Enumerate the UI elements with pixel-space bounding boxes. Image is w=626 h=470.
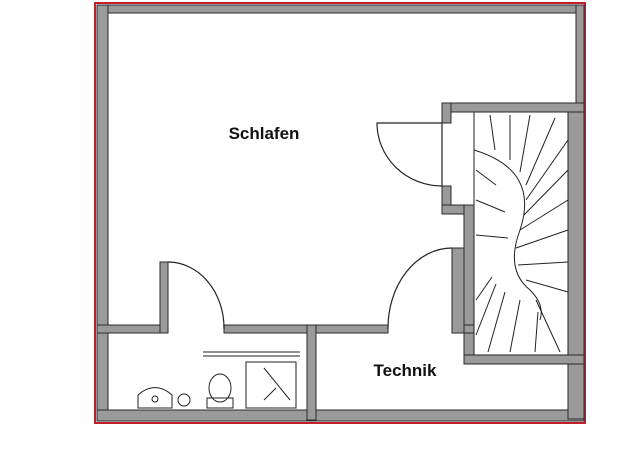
wall-tech-right (463, 354, 585, 365)
wall-stair-top (441, 102, 585, 113)
washbasin-drain-icon (151, 395, 159, 403)
property-outline (94, 2, 586, 424)
bathroom-fixtures (137, 351, 300, 409)
stair-tread-1 (489, 114, 496, 151)
wall-left (96, 4, 109, 420)
wall-door-pier-left (159, 261, 169, 334)
stair-tread-5 (525, 139, 569, 201)
wall-bath-tech (306, 324, 317, 421)
stair-tread-9 (517, 261, 569, 266)
stair-tread-3 (519, 114, 531, 173)
walls (96, 4, 585, 422)
stair-tread-11 (535, 299, 561, 353)
stair-tread-7 (519, 199, 569, 231)
shower-tray-icon (245, 361, 297, 409)
stair-tread-17 (475, 169, 497, 186)
toilet-cistern-icon (206, 397, 234, 409)
door-technik-arc (387, 247, 453, 330)
stair-tread-13 (509, 299, 521, 353)
stair-tread-4 (525, 117, 556, 186)
tap-icon (177, 393, 191, 407)
doors (167, 122, 453, 330)
room-label-utility: Technik (374, 361, 438, 380)
wall-right-lower (567, 102, 585, 420)
staircase (473, 111, 569, 356)
wall-top (96, 4, 585, 14)
wall-bottom (96, 409, 585, 422)
shower-diagonal-1 (263, 367, 291, 401)
washbasin-icon (137, 387, 173, 409)
wall-mid-left (96, 324, 163, 334)
door-bathroom-arc (167, 261, 225, 329)
shower-diagonal-2 (263, 387, 277, 401)
stair-inner-curve (473, 149, 542, 321)
door-stair-arc (376, 122, 443, 187)
room-label-bedroom: Schlafen (229, 124, 300, 143)
stair-tread-10 (525, 279, 569, 293)
stair-tread-19 (475, 234, 509, 239)
wall-door-pier-right (451, 247, 465, 334)
wall-right-upper (575, 4, 585, 106)
stair-tread-16 (475, 276, 493, 301)
stair-tread-18 (475, 199, 506, 213)
stair-tread-8 (515, 229, 569, 249)
toilet-bowl-icon (208, 373, 232, 403)
stair-enclosure (473, 111, 569, 356)
stair-tread-15 (475, 283, 497, 336)
stair-tread-12 (534, 311, 539, 353)
wall-stair-left-upper (441, 102, 452, 124)
wall-mid-right (223, 324, 389, 334)
stair-tread-6 (523, 169, 569, 216)
stair-tread-14 (487, 291, 506, 353)
